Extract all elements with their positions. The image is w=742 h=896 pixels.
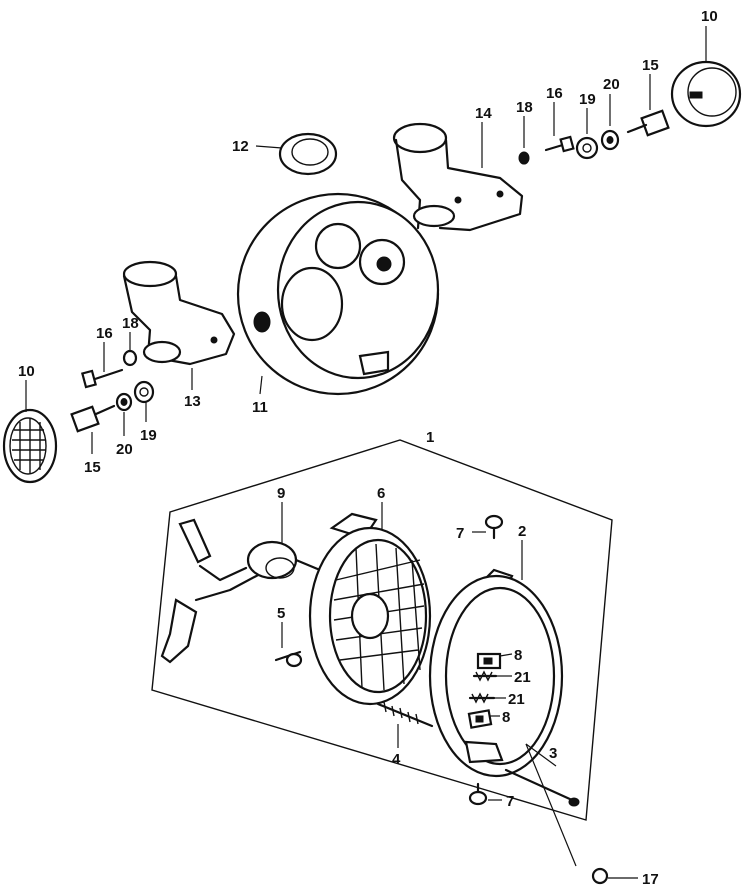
grommet [255,132,338,176]
callout-9: 9 [277,485,285,502]
spring-21-top [472,670,512,682]
washer-20-right [600,94,620,151]
reflector-left [2,380,58,484]
reflector-right [670,26,742,128]
callout-14: 14 [475,105,492,122]
spacer-left [70,404,116,454]
callout-17: 17 [642,871,659,888]
callout-16-right: 16 [546,85,563,102]
bracket-left [122,260,236,390]
callout-1: 1 [426,429,434,446]
callout-20-right: 20 [603,76,620,93]
callout-16-left: 16 [96,325,113,342]
headlight-case [236,192,440,396]
callout-18-right: 18 [516,99,533,116]
spring-21-bottom [468,692,506,704]
adjusting-screw-4 [376,701,434,748]
sealed-beam-unit [308,502,432,706]
callout-12: 12 [232,138,249,155]
callout-7-bottom: 7 [506,793,514,810]
callout-11: 11 [252,399,268,416]
callout-2: 2 [518,523,526,540]
callout-10-left: 10 [18,363,35,380]
adjust-screw-5 [274,622,303,668]
callout-8-bottom: 8 [502,709,510,726]
bulb-socket-wiring [160,502,332,664]
bolt-16-left [81,342,124,389]
washer-20-left [115,392,133,436]
mounting-screw-3 [504,743,580,867]
bracket-right [392,122,524,232]
callout-21-top: 21 [514,669,531,686]
nut-18-left [122,332,138,367]
assembly-outline [151,439,613,821]
callout-5: 5 [277,605,285,622]
spring-seat-8-top [476,652,513,670]
washer-19-left [133,380,155,422]
spacer-right [626,74,670,137]
callout-19-right: 19 [579,91,596,108]
screw-7-top [472,514,504,540]
callout-8-top: 8 [514,647,522,664]
washer-19-right [575,108,599,160]
callout-3: 3 [549,745,557,762]
callout-4: 4 [392,751,401,768]
callout-15-right: 15 [642,57,659,74]
callout-10-top-right: 10 [701,8,718,25]
callout-13: 13 [184,393,201,410]
callout-6: 6 [377,485,385,502]
spring-seat-8-bottom [467,709,500,729]
screw-7-bottom [468,782,502,806]
callout-7-top: 7 [456,525,464,542]
callout-18-left: 18 [122,315,139,332]
bolt-16-right [544,102,575,153]
screw-17 [591,867,638,885]
callout-21-bottom: 21 [508,691,525,708]
nut-18-right [518,116,530,165]
callout-19-left: 19 [140,427,157,444]
callout-20-left: 20 [116,441,133,458]
callout-15-left: 15 [84,459,101,476]
